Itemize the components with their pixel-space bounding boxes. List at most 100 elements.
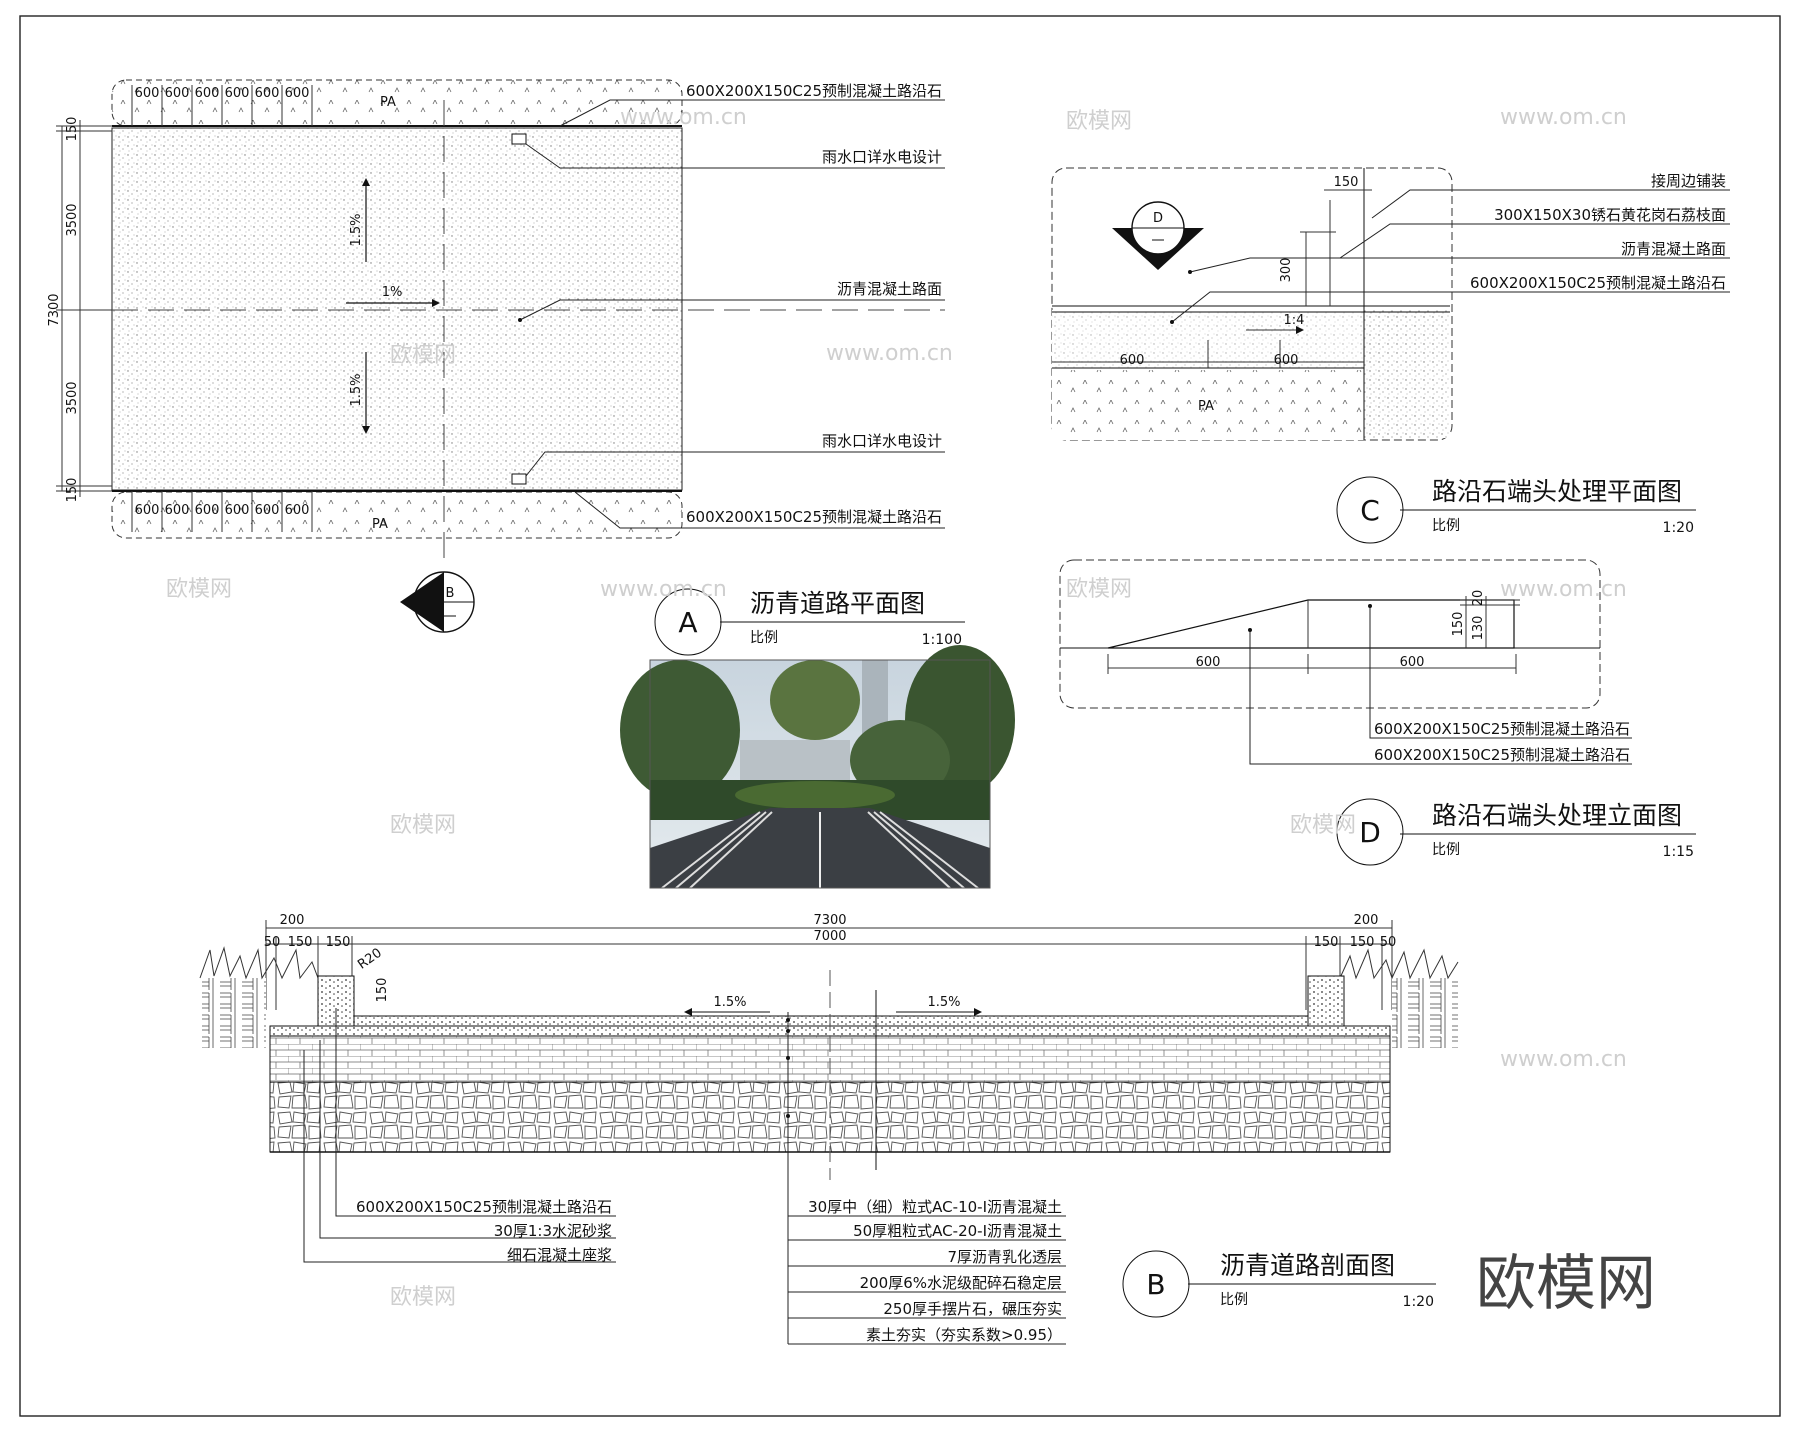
view-a-paver-dim: 600 xyxy=(135,503,160,518)
view-c-dim-600a: 600 xyxy=(1120,353,1145,368)
view-b-left-label: 30厚1:3水泥砂浆 xyxy=(494,1222,612,1240)
road-photo xyxy=(620,645,1015,889)
view-c-section-marker-letter: D xyxy=(1153,211,1163,226)
watermark-brand: 欧模网 xyxy=(1066,109,1132,134)
view-a-label-drain-top: 雨水口详水电设计 xyxy=(822,148,942,166)
view-a-title: 沥青道路平面图 xyxy=(750,589,925,618)
view-a-section-marker-letter: B xyxy=(446,586,455,601)
view-b-layer-asphalt-fine xyxy=(353,1015,1309,1027)
view-a-plan: 600 600 600 600 600 600 600 600 600 600 … xyxy=(47,79,965,656)
view-b-dim-r150b: 150 xyxy=(1350,935,1375,950)
view-a-label-asphalt: 沥青混凝土路面 xyxy=(837,280,942,298)
watermark-brand: 欧模网 xyxy=(390,1285,456,1310)
view-c-dim-150: 150 xyxy=(1334,175,1359,190)
view-b-dim-left200: 200 xyxy=(280,913,305,928)
view-b-slope-left: 1.5% xyxy=(713,995,746,1010)
view-b-kerb-right xyxy=(1307,975,1345,1033)
view-b-dim-r150a: 150 xyxy=(1314,935,1339,950)
watermarks: www.om.cn 欧模网 www.om.cn www.om.cn 欧模网 欧模… xyxy=(166,105,1656,1319)
view-c-slope: 1:4 xyxy=(1284,313,1305,328)
view-d-title-block: D 路沿石端头处理立面图 比例 1:15 xyxy=(1336,798,1696,866)
watermark-site: www.om.cn xyxy=(1500,577,1627,602)
view-b-right-label: 250厚手摆片石，碾压夯实 xyxy=(883,1300,1062,1318)
watermark-site: www.om.cn xyxy=(1500,105,1627,130)
view-b-scale-label: 比例 xyxy=(1220,1292,1248,1308)
view-a-side-dim: 150 xyxy=(65,478,80,503)
view-a-paver-dim: 600 xyxy=(255,86,280,101)
view-a-paver-dim: 600 xyxy=(255,503,280,518)
view-a-scale-value: 1:100 xyxy=(922,632,962,648)
view-a-pa-label: PA xyxy=(380,95,396,110)
watermark-site: www.om.cn xyxy=(620,105,747,130)
view-a-drain-top xyxy=(511,133,527,145)
view-d-label: 600X200X150C25预制混凝土路沿石 xyxy=(1374,720,1630,738)
view-b-dim-right200: 200 xyxy=(1354,913,1379,928)
watermark-brand: 欧模网 xyxy=(390,343,456,368)
view-a-overall-dim: 7300 xyxy=(47,293,62,326)
view-b-left-label: 600X200X150C25预制混凝土路沿石 xyxy=(356,1198,612,1216)
view-c-circle-letter: C xyxy=(1360,494,1380,527)
view-a-label-kerb-top: 600X200X150C25预制混凝土路沿石 xyxy=(686,82,942,100)
watermark-brand: 欧模网 xyxy=(1290,813,1356,838)
view-a-drain-bottom xyxy=(511,473,527,485)
view-c-section-marker: D xyxy=(1112,201,1204,270)
view-b-circle-letter: B xyxy=(1146,1268,1165,1301)
view-a-asphalt-surface xyxy=(111,127,683,491)
watermark-big-brand: 欧模网 xyxy=(1476,1249,1656,1319)
view-a-circle-letter: A xyxy=(678,606,697,639)
view-b-dim-l150a: 150 xyxy=(288,935,313,950)
view-a-paver-dim: 600 xyxy=(195,503,220,518)
view-d-scale-value: 1:15 xyxy=(1663,844,1694,860)
view-c-title-block: C 路沿石端头处理平面图 比例 1:20 xyxy=(1336,476,1696,544)
view-b-right-label: 30厚中（细）粒式AC-10-I沥青混凝土 xyxy=(808,1198,1062,1216)
view-d-title: 路沿石端头处理立面图 xyxy=(1432,801,1682,830)
view-a-paver-dim: 600 xyxy=(225,503,250,518)
view-d-scale-label: 比例 xyxy=(1432,842,1460,858)
view-a-paver-ticks xyxy=(131,85,313,532)
view-c-plan: 150 300 600 600 1:4 PA 接周边铺装 300X150X30锈… xyxy=(1051,167,1730,544)
view-b-title-block: B 沥青道路剖面图 比例 1:20 xyxy=(1122,1250,1436,1318)
watermark-brand: 欧模网 xyxy=(390,813,456,838)
view-a-paver-dim: 600 xyxy=(135,86,160,101)
view-d-circle-letter: D xyxy=(1359,816,1381,849)
view-b-ground-right xyxy=(1392,978,1458,1048)
view-a-section-marker: B xyxy=(400,571,475,633)
view-d-elevation: 600 600 150 130 20 600X200X150C25预制混凝土路沿… xyxy=(1059,559,1696,866)
view-b-ground-left xyxy=(202,978,266,1048)
view-c-label: 300X150X30锈石黄花岗石荔枝面 xyxy=(1494,206,1726,224)
view-c-scale-value: 1:20 xyxy=(1663,520,1694,536)
view-c-title: 路沿石端头处理平面图 xyxy=(1432,477,1682,506)
view-a-scale-label: 比例 xyxy=(750,630,778,646)
view-b-dim-l150b: 150 xyxy=(326,935,351,950)
view-b-dim-overall: 7300 xyxy=(813,913,846,928)
view-b-scale-value: 1:20 xyxy=(1403,1294,1434,1310)
view-a-vertical-dims xyxy=(56,120,112,497)
view-c-label: 沥青混凝土路面 xyxy=(1621,240,1726,258)
view-a-side-dim: 3500 xyxy=(65,381,80,414)
watermark-site: www.om.cn xyxy=(600,577,727,602)
sheet-border xyxy=(19,15,1781,1417)
watermark-brand: 欧模网 xyxy=(166,577,232,602)
watermark-site: www.om.cn xyxy=(1500,1047,1627,1072)
view-b-dim-h150: 150 xyxy=(375,978,390,1003)
view-a-slope-up: 1.5% xyxy=(349,213,364,246)
watermark-site: www.om.cn xyxy=(826,341,953,366)
view-b-dim-r50: 50 xyxy=(1380,935,1397,950)
view-b-title: 沥青道路剖面图 xyxy=(1220,1251,1395,1280)
view-d-dim-600a: 600 xyxy=(1196,655,1221,670)
view-a-paver-dim: 600 xyxy=(165,86,190,101)
view-b-right-label: 7厚沥青乳化透层 xyxy=(947,1248,1062,1266)
view-b-right-label: 素土夯实（夯实系数>0.95） xyxy=(866,1326,1062,1344)
view-b-dim-inner: 7000 xyxy=(813,929,846,944)
view-d-dim-130: 130 xyxy=(1471,616,1486,641)
view-c-dim-600b: 600 xyxy=(1274,353,1299,368)
view-a-paver-dim: 600 xyxy=(285,503,310,518)
view-a-paver-dim: 600 xyxy=(225,86,250,101)
view-b-right-label: 200厚6%水泥级配碎石稳定层 xyxy=(860,1274,1062,1292)
view-b-left-label: 细石混凝土座浆 xyxy=(507,1246,612,1264)
view-a-side-dim: 150 xyxy=(65,117,80,142)
view-a-pa-label: PA xyxy=(372,517,388,532)
view-a-label-drain-bottom: 雨水口详水电设计 xyxy=(822,432,942,450)
view-d-dim-150: 150 xyxy=(1451,612,1466,637)
